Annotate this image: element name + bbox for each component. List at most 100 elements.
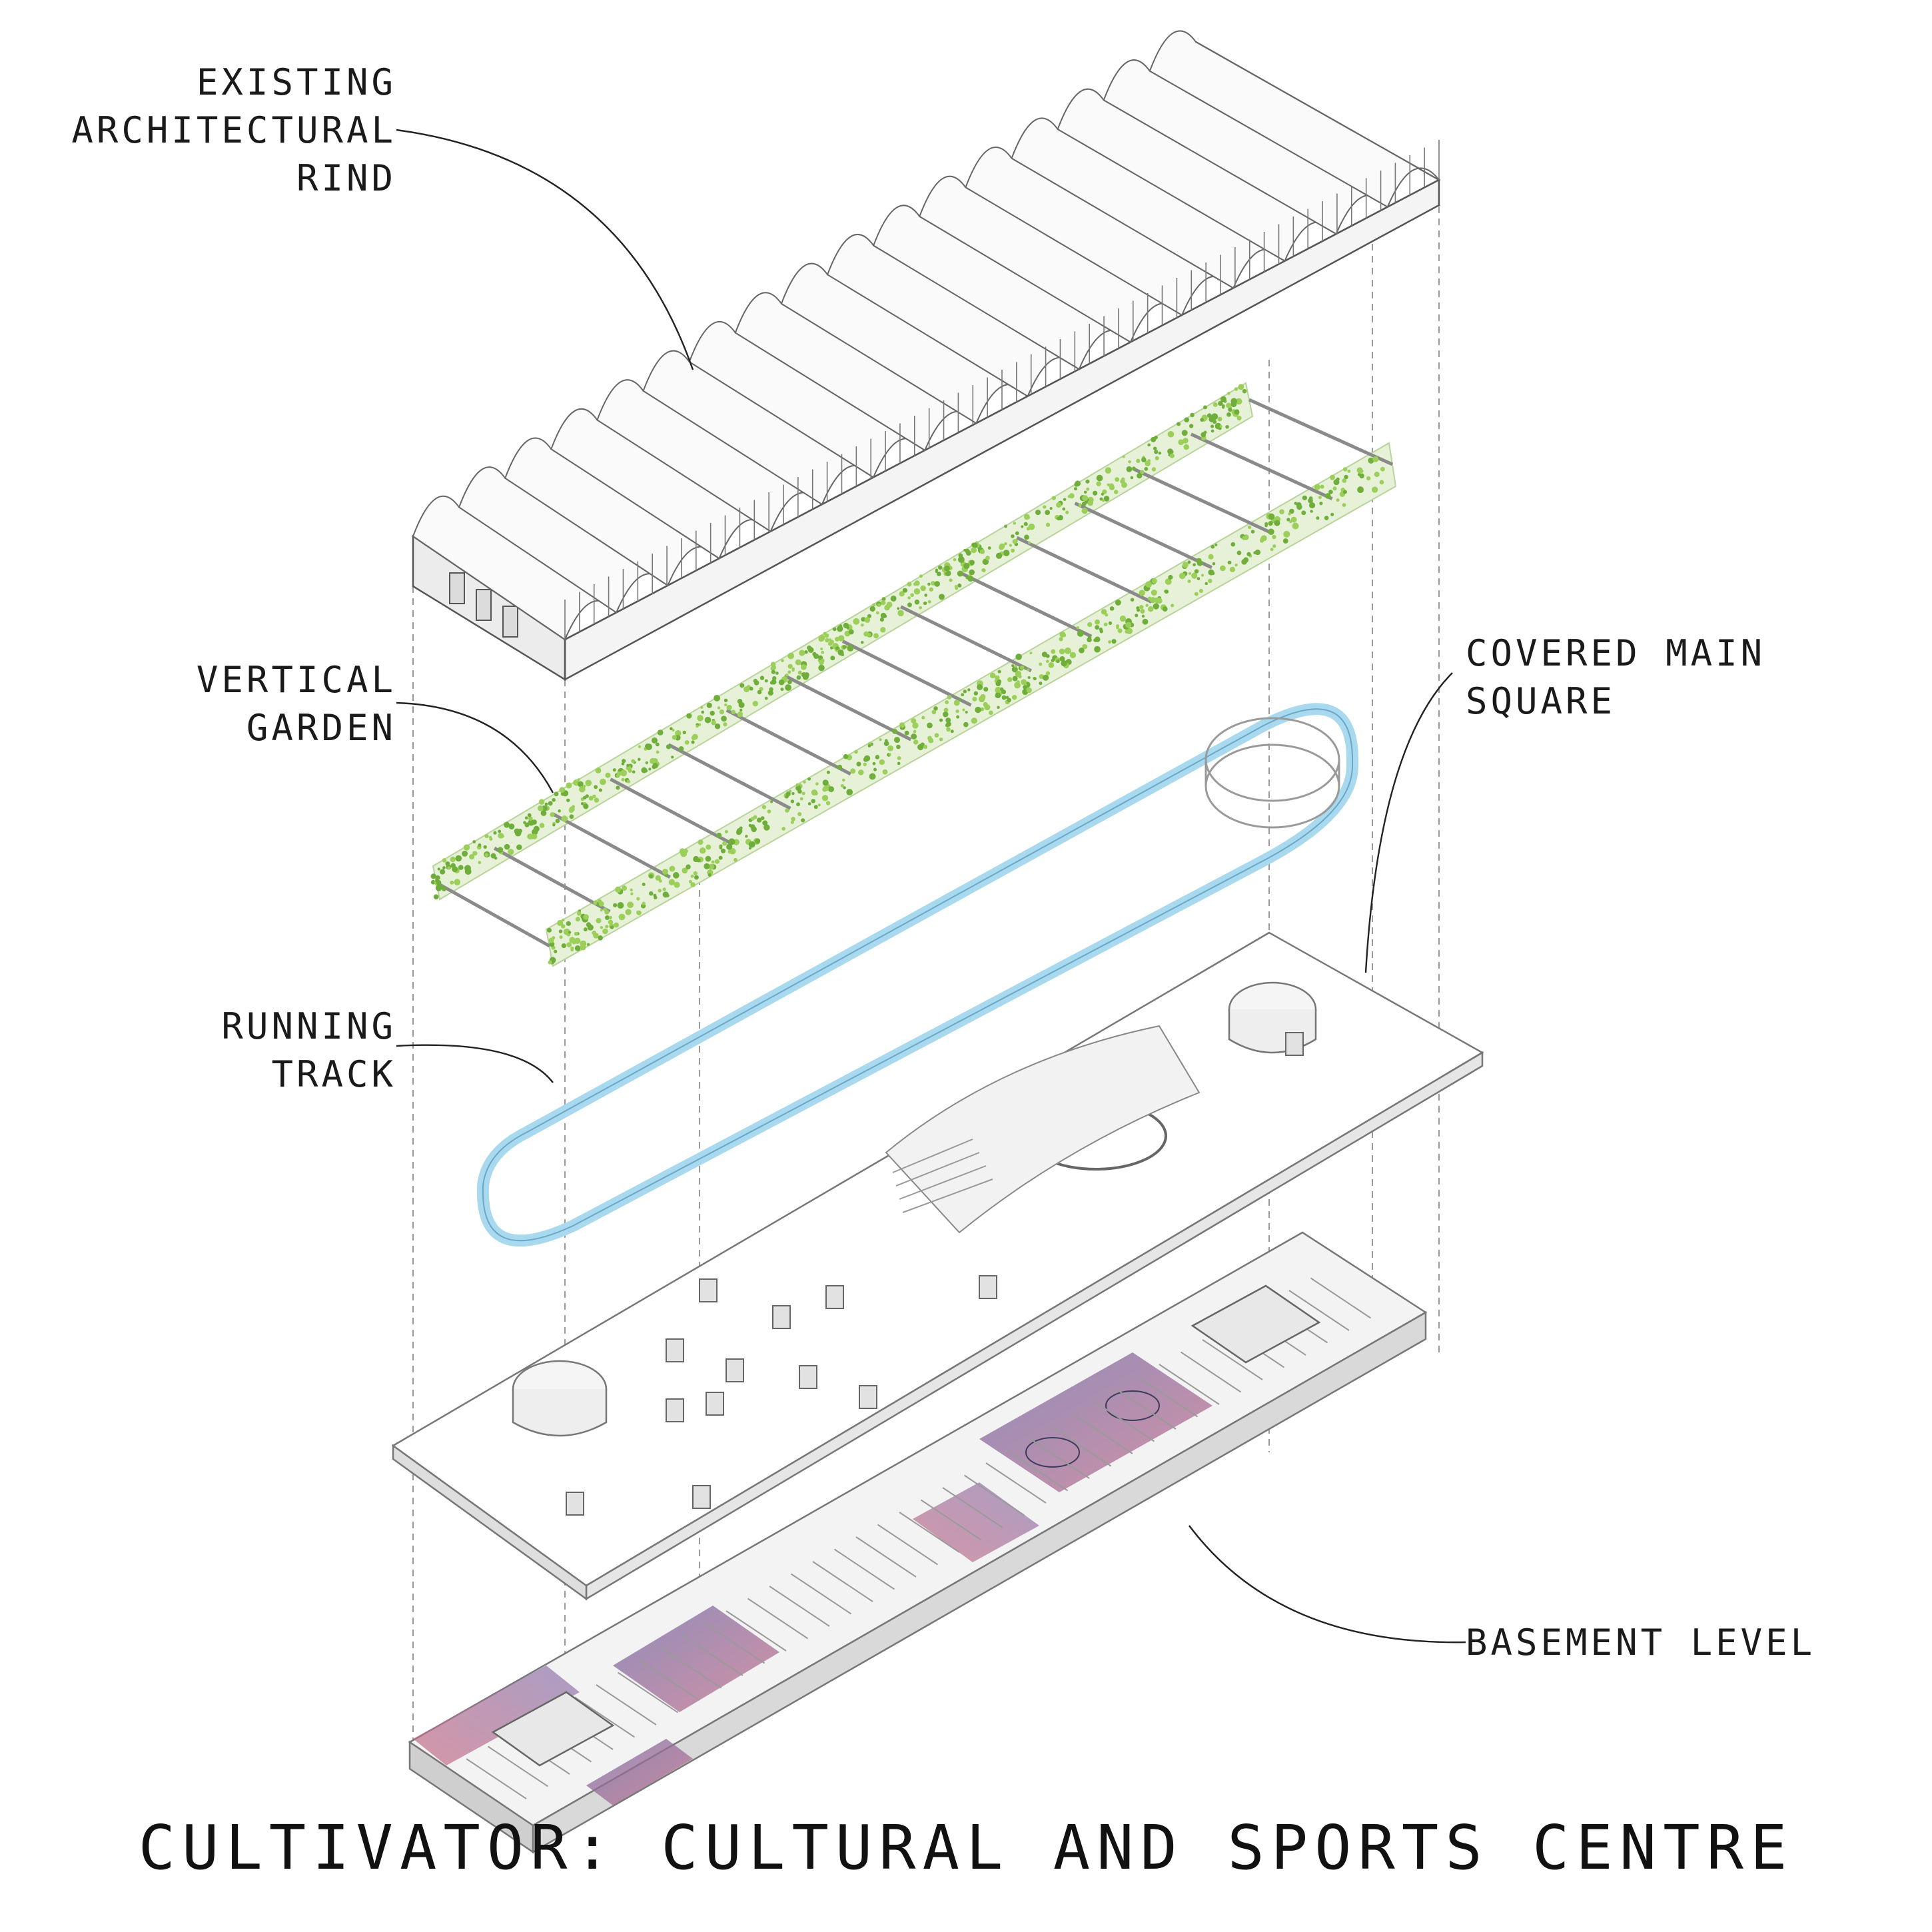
greenery-dot bbox=[1151, 467, 1157, 472]
greenery-dot bbox=[1219, 424, 1222, 428]
greenery-dot bbox=[761, 805, 767, 809]
greenery-dot bbox=[1108, 640, 1112, 644]
greenery-dot bbox=[981, 568, 986, 572]
greenery-dot bbox=[575, 917, 580, 922]
greenery-dot bbox=[1004, 542, 1007, 546]
greenery-dot bbox=[1183, 444, 1190, 450]
greenery-dot bbox=[873, 767, 877, 771]
greenery-dot bbox=[658, 879, 662, 883]
greenery-dot bbox=[1189, 572, 1192, 575]
greenery-dot bbox=[933, 706, 938, 711]
greenery-dot bbox=[1366, 476, 1371, 481]
greenery-dot bbox=[770, 800, 773, 803]
greenery-dot bbox=[1012, 676, 1018, 682]
pavilion-box bbox=[725, 1358, 744, 1382]
greenery-dot bbox=[1189, 424, 1194, 428]
greenery-dot bbox=[1067, 494, 1071, 498]
greenery-dot bbox=[561, 815, 568, 822]
greenery-dot bbox=[1342, 490, 1347, 494]
greenery-dot bbox=[1210, 424, 1214, 428]
garden-beam bbox=[725, 708, 851, 776]
greenery-dot bbox=[813, 653, 819, 660]
pavilion-box bbox=[666, 1338, 684, 1362]
greenery-dot bbox=[1241, 559, 1247, 565]
greenery-dot bbox=[880, 600, 886, 606]
greenery-dot bbox=[899, 591, 905, 597]
label-line: ARCHITECTURAL bbox=[71, 109, 396, 151]
greenery-dot bbox=[1028, 541, 1031, 544]
greenery-dot bbox=[714, 694, 721, 702]
greenery-dot bbox=[598, 788, 603, 792]
room-wall bbox=[725, 1610, 787, 1652]
greenery-dot bbox=[863, 631, 869, 637]
greenery-dot bbox=[1290, 516, 1297, 523]
greenery-dot bbox=[785, 795, 789, 799]
greenery-dot bbox=[921, 716, 925, 720]
label-line: COVERED MAIN bbox=[1466, 632, 1766, 674]
greenery-dot bbox=[654, 895, 658, 899]
greenery-dot bbox=[1085, 479, 1090, 484]
room-wall bbox=[1137, 1376, 1199, 1418]
greenery-dot bbox=[1151, 590, 1157, 596]
garden-beam bbox=[1016, 536, 1153, 604]
greenery-dot bbox=[821, 650, 825, 654]
greenery-dot bbox=[1250, 530, 1255, 534]
greenery-dot bbox=[1225, 425, 1229, 429]
greenery-dot bbox=[544, 802, 548, 806]
greenery-dot bbox=[892, 729, 898, 734]
greenery-dot bbox=[801, 818, 805, 823]
greenery-dot bbox=[1234, 563, 1238, 567]
greenery-dot bbox=[1308, 502, 1316, 509]
greenery-dot bbox=[1109, 606, 1115, 611]
greenery-dot bbox=[781, 659, 784, 662]
greenery-dot bbox=[853, 618, 860, 625]
greenery-dot bbox=[442, 866, 446, 869]
greenery-dot bbox=[875, 755, 880, 759]
room-wall bbox=[1159, 1364, 1220, 1405]
greenery-dot bbox=[710, 710, 715, 716]
greenery-dot bbox=[1145, 581, 1152, 588]
greenery-dot bbox=[980, 694, 986, 700]
greenery-dot bbox=[717, 706, 721, 710]
greenery-dot bbox=[666, 744, 672, 749]
greenery-dot bbox=[869, 606, 875, 612]
greenery-dot bbox=[598, 901, 604, 907]
pavilion-box bbox=[666, 1398, 684, 1422]
greenery-dot bbox=[1235, 398, 1242, 405]
greenery-dot bbox=[1179, 572, 1186, 580]
greenery-dot bbox=[803, 672, 809, 678]
greenery-dot bbox=[692, 733, 698, 740]
greenery-dot bbox=[497, 847, 504, 853]
greenery-dot bbox=[1139, 590, 1145, 596]
greenery-dot bbox=[616, 785, 620, 790]
room-wall bbox=[1288, 1290, 1350, 1331]
greenery-dot bbox=[785, 684, 791, 691]
greenery-dot bbox=[1041, 652, 1048, 658]
greenery-dot bbox=[595, 767, 602, 773]
greenery-dot bbox=[1142, 618, 1149, 625]
greenery-dot bbox=[914, 599, 920, 605]
greenery-dot bbox=[739, 826, 743, 830]
greenery-dot bbox=[561, 943, 566, 949]
greenery-dot bbox=[630, 892, 634, 895]
greenery-dot bbox=[462, 850, 468, 857]
greenery-dot bbox=[1105, 467, 1112, 474]
greenery-dot bbox=[574, 945, 581, 951]
greenery-dot bbox=[899, 722, 905, 728]
greenery-dot bbox=[716, 832, 722, 838]
greenery-dot bbox=[1130, 476, 1134, 480]
greenery-dot bbox=[1288, 520, 1292, 524]
greenery-dot bbox=[1057, 516, 1061, 521]
greenery-dot bbox=[989, 710, 993, 716]
greenery-dot bbox=[912, 722, 919, 729]
running-track bbox=[476, 703, 1358, 1247]
label-line: VERTICAL bbox=[196, 659, 396, 701]
greenery-dot bbox=[719, 846, 723, 850]
greenery-dot bbox=[931, 710, 937, 715]
garden-beam bbox=[668, 743, 791, 810]
greenery-dot bbox=[1318, 496, 1322, 500]
greenery-dot bbox=[939, 718, 943, 722]
greenery-dot bbox=[498, 829, 502, 833]
greenery-dot bbox=[1210, 429, 1214, 433]
greenery-dot bbox=[1141, 457, 1147, 462]
